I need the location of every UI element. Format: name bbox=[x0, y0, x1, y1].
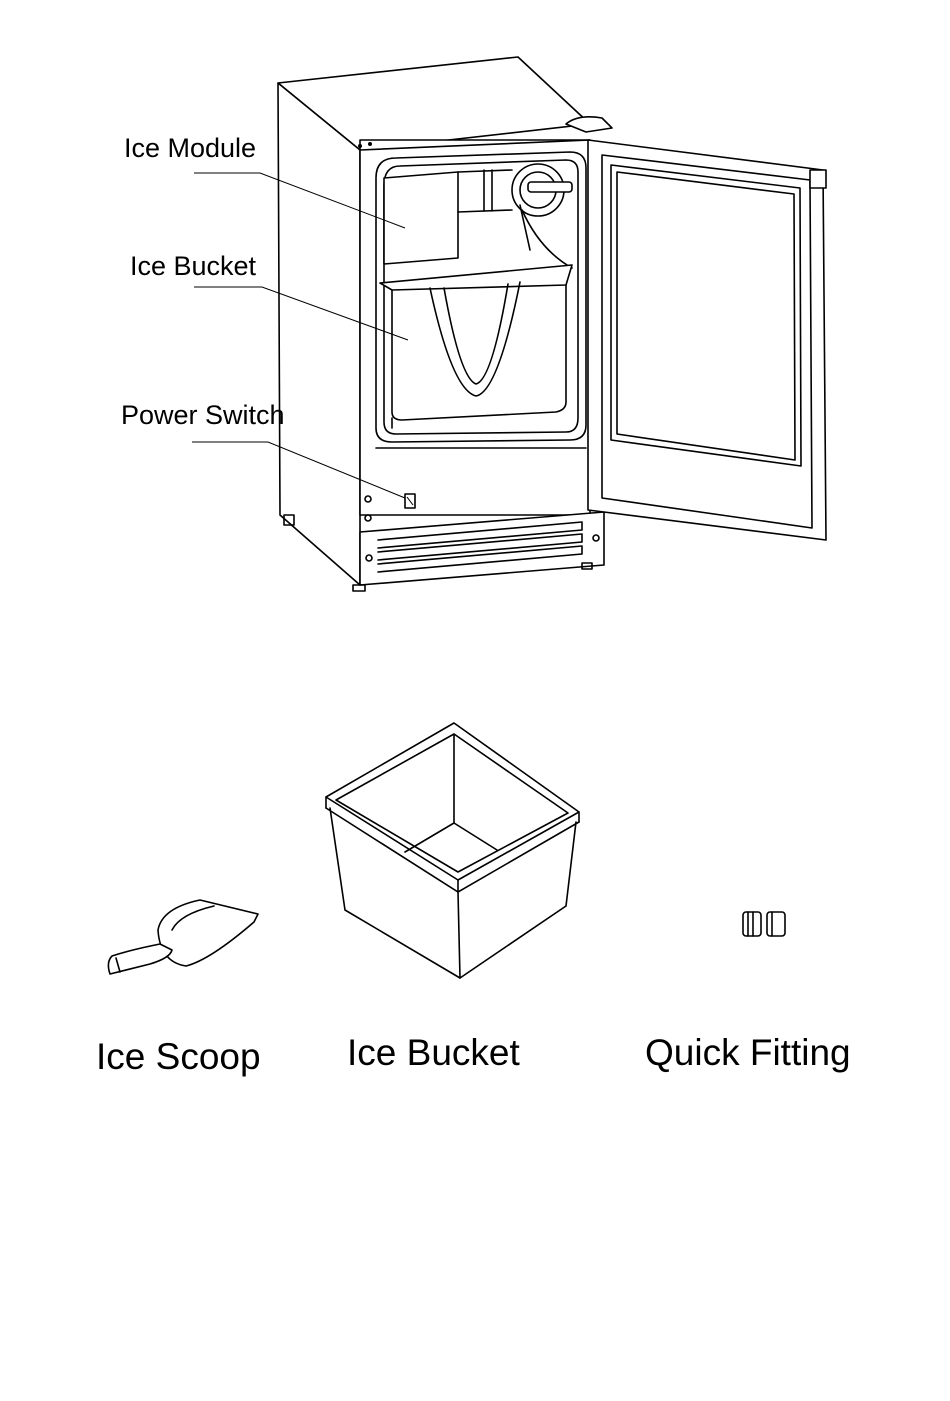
quick-fitting-illustration bbox=[743, 912, 785, 936]
caption-ice-bucket: Ice Bucket bbox=[347, 1034, 520, 1071]
caption-quick-fitting: Quick Fitting bbox=[645, 1034, 851, 1071]
callout-power-switch: Power Switch bbox=[121, 402, 285, 429]
front-grille bbox=[360, 512, 604, 585]
caption-ice-scoop: Ice Scoop bbox=[96, 1038, 261, 1075]
ice-scoop-illustration bbox=[108, 900, 258, 974]
ice-maker-illustration bbox=[192, 57, 826, 591]
callout-ice-bucket: Ice Bucket bbox=[130, 253, 256, 280]
open-door bbox=[566, 117, 826, 540]
ice-bucket-illustration bbox=[326, 723, 579, 978]
callout-ice-module: Ice Module bbox=[124, 135, 256, 162]
